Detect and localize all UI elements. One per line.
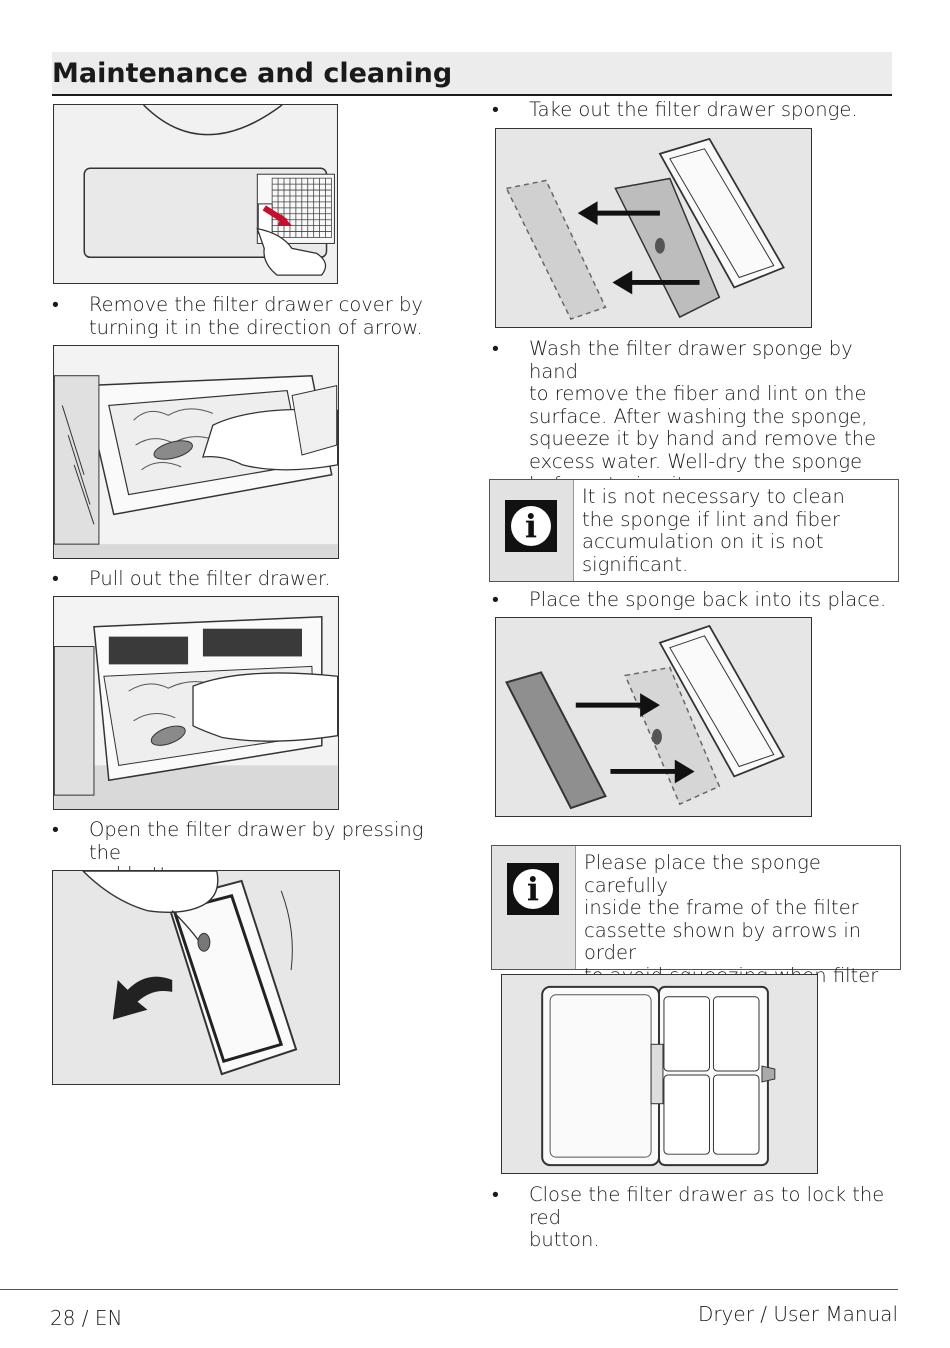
info-note-placement: i Please place the sponge carefully insi… (491, 845, 901, 1009)
info-icon: i (507, 863, 559, 915)
step-remove-cover: • Remove the filter drawer cover by turn… (52, 293, 442, 340)
step-open-drawer: • Open the filter drawer by pressing the… (52, 818, 452, 886)
bullet-dot: • (492, 588, 499, 611)
bullet-dot: • (52, 818, 59, 841)
info-icon: i (505, 500, 557, 552)
figure-filter-cover (53, 104, 338, 284)
page-title: Maintenance and cleaning (52, 58, 453, 89)
step-text: Wash the filter drawer sponge by hand to… (529, 337, 877, 495)
step-close-drawer: • Close the filter drawer as to lock the… (492, 1183, 902, 1251)
info-icon-cell: i (490, 480, 574, 581)
info-icon-letter: i (513, 869, 553, 909)
figure-sponge-in (495, 617, 812, 817)
info-note-cleaning: i It is not necessary to clean the spong… (489, 479, 899, 582)
info-icon-letter: i (511, 506, 551, 546)
step-wash-sponge: • Wash the filter drawer sponge by hand … (492, 337, 892, 495)
document-title: Dryer / User Manual (697, 1302, 898, 1326)
figure-sponge-out (495, 128, 812, 328)
footer-rule (0, 1289, 898, 1290)
step-take-out-sponge: • Take out the filter drawer sponge. (492, 98, 892, 123)
step-text: Close the filter drawer as to lock the r… (529, 1183, 885, 1252)
figure-drawer-out (53, 596, 339, 810)
step-pull-drawer: • Pull out the filter drawer. (52, 567, 442, 592)
bullet-dot: • (52, 293, 59, 316)
bullet-dot: • (492, 1183, 499, 1206)
step-text: Place the sponge back into its place. (529, 588, 887, 611)
bullet-dot: • (492, 337, 499, 360)
figure-cassette-open (501, 974, 818, 1174)
page-number: 28 / EN (50, 1306, 123, 1330)
step-text: Remove the filter drawer cover by turnin… (89, 293, 423, 339)
header-bar (52, 52, 892, 96)
bullet-dot: • (492, 98, 499, 121)
step-place-sponge: • Place the sponge back into its place. (492, 588, 892, 613)
figure-pull-drawer (53, 345, 339, 559)
figure-press-button (52, 870, 340, 1085)
step-text: Take out the filter drawer sponge. (529, 98, 858, 121)
info-icon-cell: i (492, 846, 576, 969)
bullet-dot: • (52, 567, 59, 590)
step-text: Pull out the filter drawer. (89, 567, 331, 590)
note-text: It is not necessary to clean the sponge … (582, 485, 845, 576)
